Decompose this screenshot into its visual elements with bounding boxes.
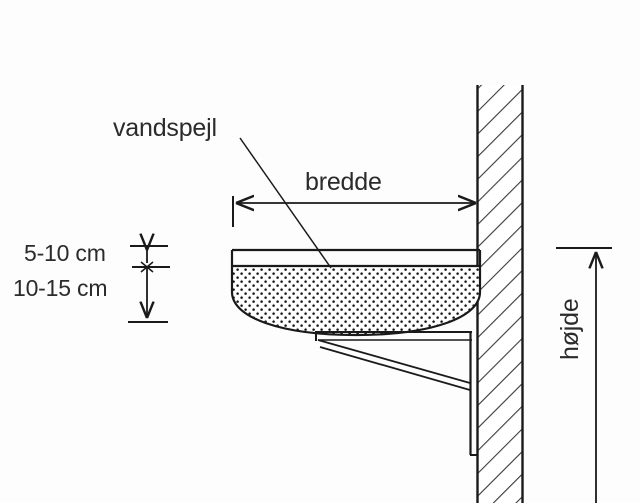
wall-hatch-fill [477, 85, 523, 503]
label-depth-upper: 5-10 cm [24, 240, 106, 266]
support-bracket [315, 331, 477, 456]
hojde-dimension [556, 247, 612, 503]
depth-dimensions [128, 246, 170, 323]
label-bredde: bredde [305, 168, 382, 196]
label-vandspejl: vandspejl [113, 114, 217, 142]
bracket-brace-lower [319, 346, 471, 391]
wall-section [476, 85, 524, 503]
label-hojde: højde [556, 298, 584, 360]
basin-outline [230, 250, 482, 337]
bredde-dimension [232, 196, 476, 227]
vandspejl-leader-line [239, 137, 332, 269]
bracket-brace-upper [317, 339, 471, 384]
water-stipple-fill [232, 266, 480, 335]
basin [230, 248, 482, 337]
label-depth-lower: 10-15 cm [13, 275, 108, 301]
